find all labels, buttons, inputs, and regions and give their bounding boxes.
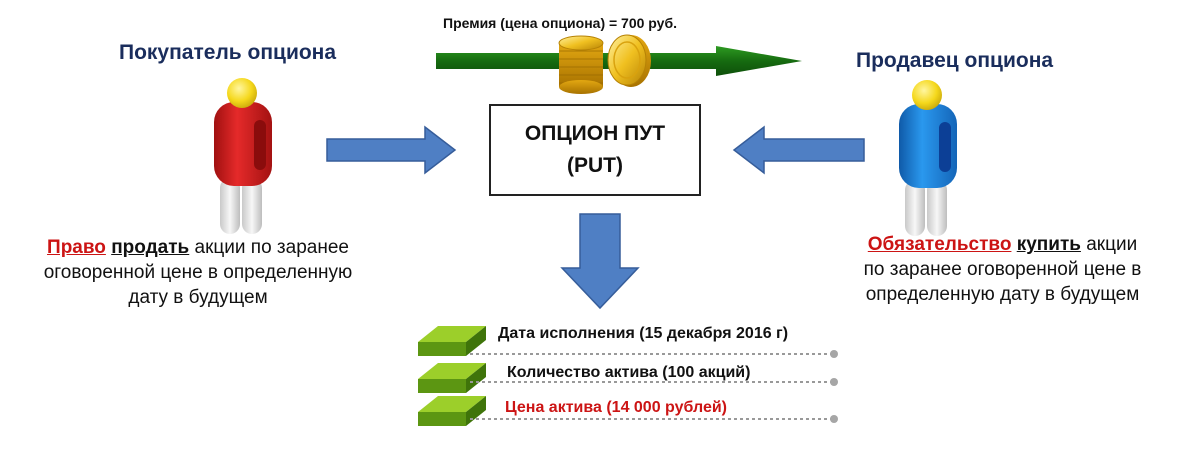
buyer-line3: дату в будущем bbox=[128, 287, 268, 308]
buyer-description: Право продать акции по заранее оговоренн… bbox=[2, 235, 394, 310]
obligation-word: Обязательство bbox=[867, 234, 1012, 255]
detail-leader-line bbox=[470, 350, 838, 358]
detail-asset-quantity: Количество актива (100 акций) bbox=[507, 364, 751, 381]
buyer-to-option-arrow bbox=[326, 125, 457, 175]
seller-to-option-arrow bbox=[732, 125, 865, 175]
buyer-title: Покупатель опциона bbox=[119, 41, 337, 64]
green-block-icon bbox=[418, 326, 486, 356]
premium-label: Премия (цена опциона) = 700 руб. bbox=[443, 15, 677, 31]
option-down-arrow bbox=[560, 213, 640, 310]
buyer-line2: оговоренной цене в определенную bbox=[43, 262, 353, 283]
option-title: ОПЦИОН ПУТ bbox=[524, 122, 666, 145]
person-blue-icon bbox=[899, 80, 957, 236]
detail-leader-line bbox=[470, 378, 838, 386]
gold-coins-icon bbox=[558, 34, 651, 94]
person-red-icon bbox=[214, 78, 272, 234]
option-subtitle: (PUT) bbox=[567, 154, 623, 177]
right-word: Право bbox=[47, 237, 106, 258]
seller-title: Продавец опциона bbox=[856, 49, 1054, 72]
buyer-action-word: продать bbox=[111, 237, 190, 258]
green-block-icon bbox=[418, 363, 486, 393]
buyer-line1-rest: акции по заранее bbox=[189, 237, 349, 258]
seller-action-word: купить bbox=[1016, 234, 1081, 255]
option-put-box: ОПЦИОН ПУТ (PUT) bbox=[489, 104, 701, 196]
seller-description: Обязательство купить акции по заранее ог… bbox=[820, 232, 1185, 307]
detail-asset-price: Цена актива (14 000 рублей) bbox=[505, 399, 728, 416]
green-block-icon bbox=[418, 396, 486, 426]
detail-exercise-date: Дата исполнения (15 декабря 2016 г) bbox=[498, 325, 789, 342]
seller-line2: по заранее оговоренной цене в bbox=[863, 259, 1142, 280]
seller-line3: определенную дату в будущем bbox=[865, 284, 1140, 305]
seller-line1-rest: акции bbox=[1080, 234, 1138, 255]
details-list: Дата исполнения (15 декабря 2016 г) Коли… bbox=[414, 318, 854, 430]
detail-leader-line bbox=[470, 415, 838, 423]
